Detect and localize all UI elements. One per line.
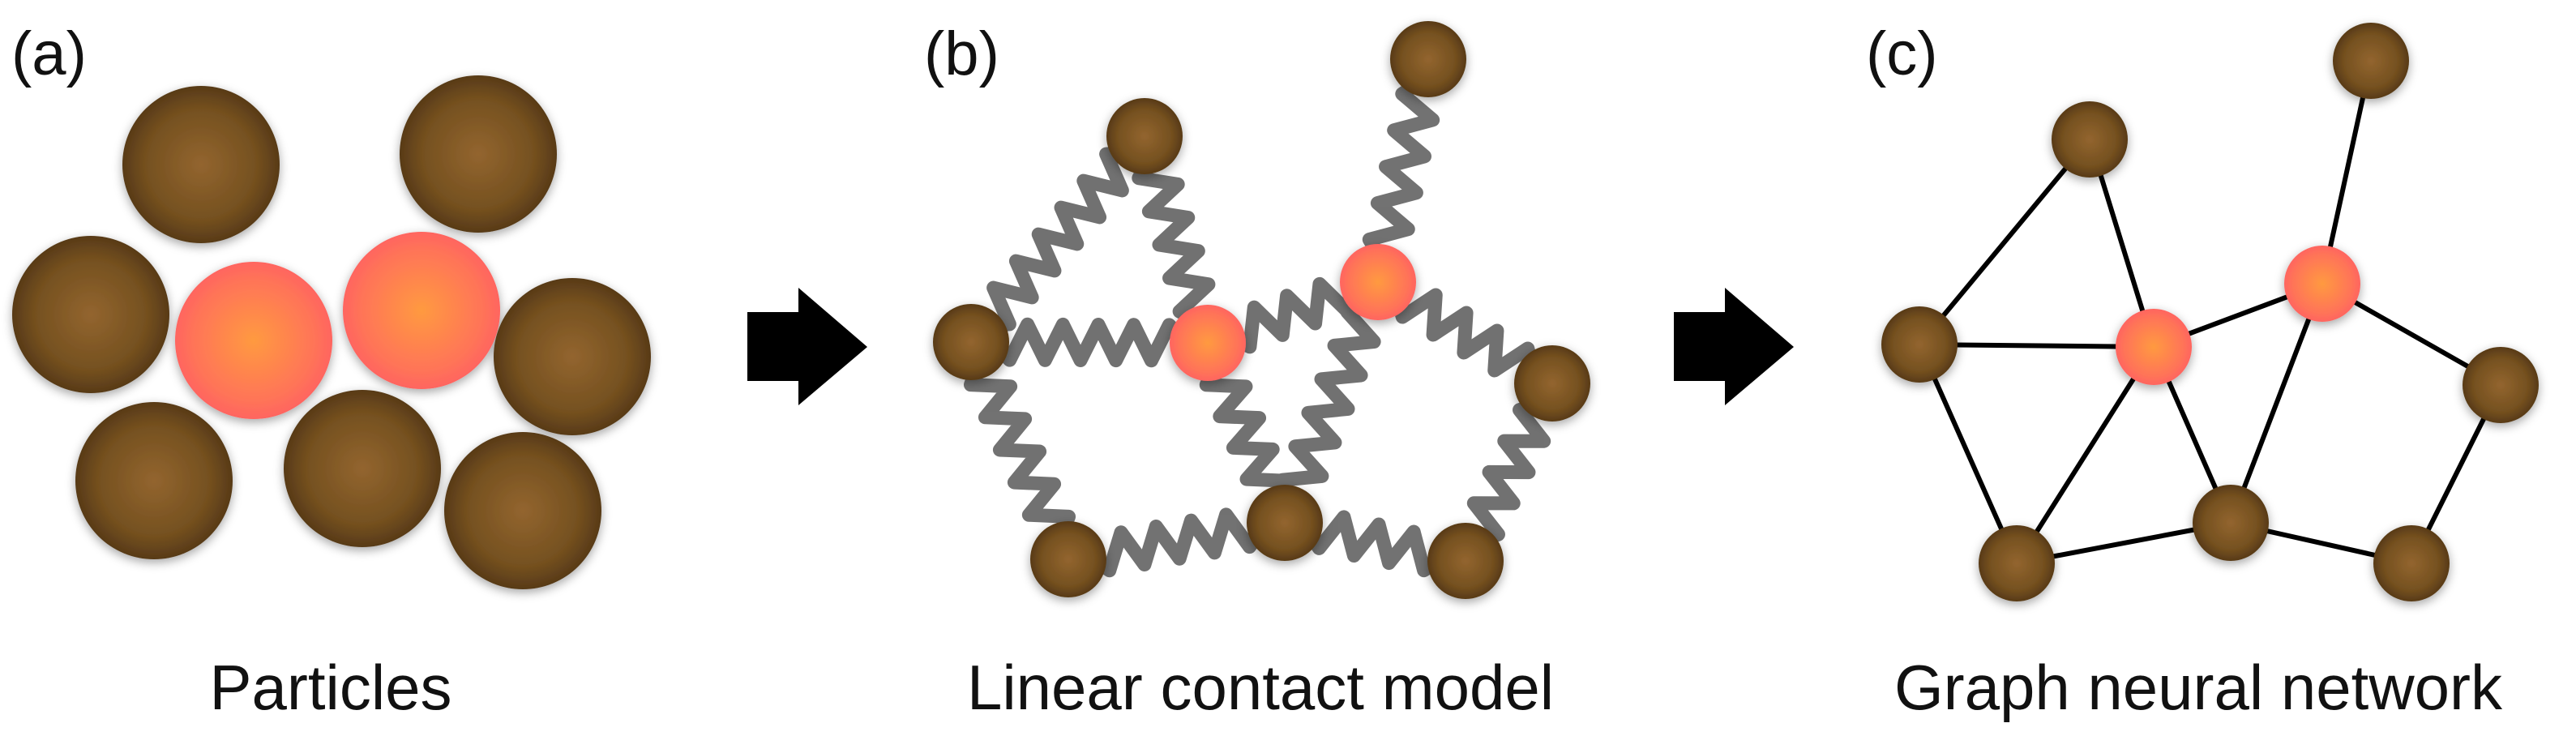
particle [1106, 98, 1183, 174]
panel-b-springs [963, 72, 1551, 578]
particle-highlighted [1170, 305, 1246, 381]
panel-c-label: (c) [1866, 19, 1938, 88]
graph-edge [1917, 342, 2156, 349]
particle [933, 304, 1009, 380]
panel-c-edges [1917, 58, 2503, 566]
particle [494, 278, 651, 435]
caption-particles: Particles [209, 652, 451, 723]
panel-a-label: (a) [11, 19, 87, 88]
particle-highlighted [343, 232, 500, 389]
particle [1514, 345, 1590, 421]
spring-connector [1389, 285, 1542, 380]
particle [400, 75, 557, 233]
panel-b-label: (b) [924, 19, 999, 88]
particle [75, 402, 233, 559]
graph-node-highlighted [2284, 246, 2360, 322]
arrow-right-icon [747, 288, 867, 405]
spring-connector [1199, 355, 1294, 511]
graph-edge [1917, 137, 2092, 347]
graph-node [1979, 525, 2055, 601]
particle-highlighted [1340, 244, 1416, 320]
spring-connector [1220, 276, 1366, 354]
particle-highlighted [175, 262, 332, 419]
particle [1030, 521, 1106, 597]
graph-node [2333, 23, 2409, 99]
panel-b-particles [933, 21, 1590, 599]
particle [12, 236, 169, 393]
spring-connector [963, 354, 1076, 547]
particle [444, 432, 601, 589]
spring-connector [978, 145, 1138, 333]
graph-node [2193, 485, 2269, 561]
arrow-right-icon [1674, 288, 1794, 405]
graph-edge [2014, 344, 2156, 566]
caption-graph-neural-network: Graph neural network [1894, 652, 2503, 723]
particle [1247, 485, 1323, 561]
spring-connector [1362, 72, 1440, 269]
graph-node-highlighted [2116, 309, 2192, 385]
particle [122, 86, 280, 243]
spring-connector [1275, 294, 1381, 511]
spring-connector [1132, 149, 1216, 330]
spring-connector [985, 317, 1194, 368]
particle [1390, 21, 1466, 97]
particle [284, 390, 441, 547]
caption-linear-contact-model: Linear contact model [967, 652, 1554, 723]
graph-node [1881, 306, 1958, 383]
graph-node [2373, 525, 2450, 601]
particle [1427, 523, 1504, 599]
graph-node [2052, 101, 2128, 178]
panel-c-nodes [1881, 23, 2539, 601]
graph-edge [1917, 342, 2019, 566]
spring-connector [1081, 507, 1272, 578]
graph-edge [2228, 281, 2325, 525]
panel-a-particles [12, 75, 651, 589]
spring-connector [1466, 395, 1551, 550]
spring-connector [1298, 510, 1453, 578]
graph-node [2463, 347, 2539, 423]
